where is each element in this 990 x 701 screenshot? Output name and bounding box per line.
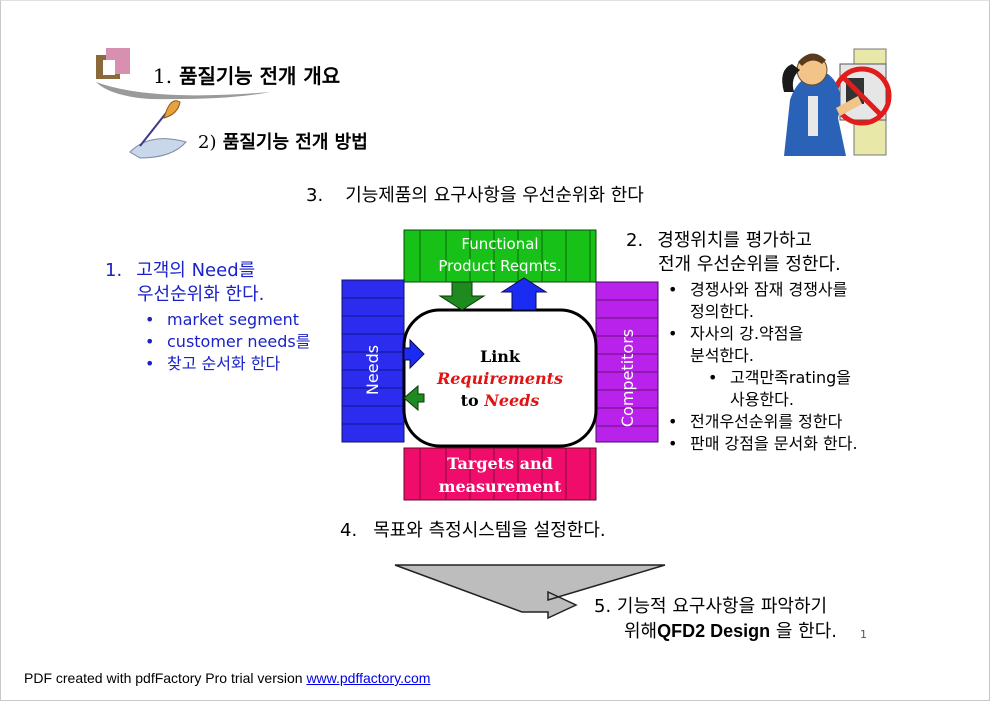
no-phone-clipart-icon xyxy=(782,48,892,156)
step-3: 3.기능제품의 요구사항을 우선순위화 한다 xyxy=(306,185,644,206)
competitors-label: Competitors xyxy=(617,328,637,428)
list-item: market segment xyxy=(105,309,310,331)
functional-reqmts-label: Functional Product Reqmts. xyxy=(438,235,562,275)
link-text: Link Requirements to Needs xyxy=(436,347,564,410)
step-1-bullets: market segment customer needs를 찾고 순서화 한다 xyxy=(105,309,310,375)
list-item: 판매 강점을 문서화 한다. xyxy=(626,433,858,455)
needs-bar xyxy=(341,279,405,443)
footer: PDF created with pdfFactory Pro trial ve… xyxy=(24,670,431,686)
slide-bullet-icon xyxy=(96,48,270,100)
arrow-down-icon xyxy=(438,281,486,311)
arrow-up-icon xyxy=(500,277,548,311)
list-item: 찾고 순서화 한다 xyxy=(105,353,310,375)
step-4: 4.목표와 측정시스템을 설정한다. xyxy=(340,520,606,541)
arrow-left-icon xyxy=(403,384,425,412)
step-5: 5. 기능적 요구사항을 파악하기 위해QFD2 Design 을 한다. xyxy=(594,596,838,642)
page-number: 1 xyxy=(860,628,867,641)
targets-bar xyxy=(403,447,597,501)
functional-reqmts-bar xyxy=(403,229,597,283)
needs-label: Needs xyxy=(362,344,382,396)
link-box xyxy=(402,308,598,448)
footer-link[interactable]: www.pdffactory.com xyxy=(306,670,431,686)
heading-2: 2) 품질기능 전개 방법 xyxy=(198,132,368,153)
heading-1: 1. 품질기능 전개 개요 xyxy=(153,64,341,88)
list-item: customer needs를 xyxy=(105,331,310,353)
flow-arrow-icon xyxy=(394,564,666,620)
targets-label: Targets and measurement xyxy=(438,454,562,496)
arrow-right-icon xyxy=(403,338,425,370)
step-1-block: 1.고객의 Need를 우선순위화 한다. market segment cus… xyxy=(105,259,310,375)
step-2-block: 2.경쟁위치를 평가하고 전개 우선순위를 정한다. 경쟁사와 잠재 경쟁사를정… xyxy=(626,229,858,455)
quill-icon xyxy=(129,100,187,159)
list-item: 전개우선순위를 정한다 xyxy=(626,411,858,433)
